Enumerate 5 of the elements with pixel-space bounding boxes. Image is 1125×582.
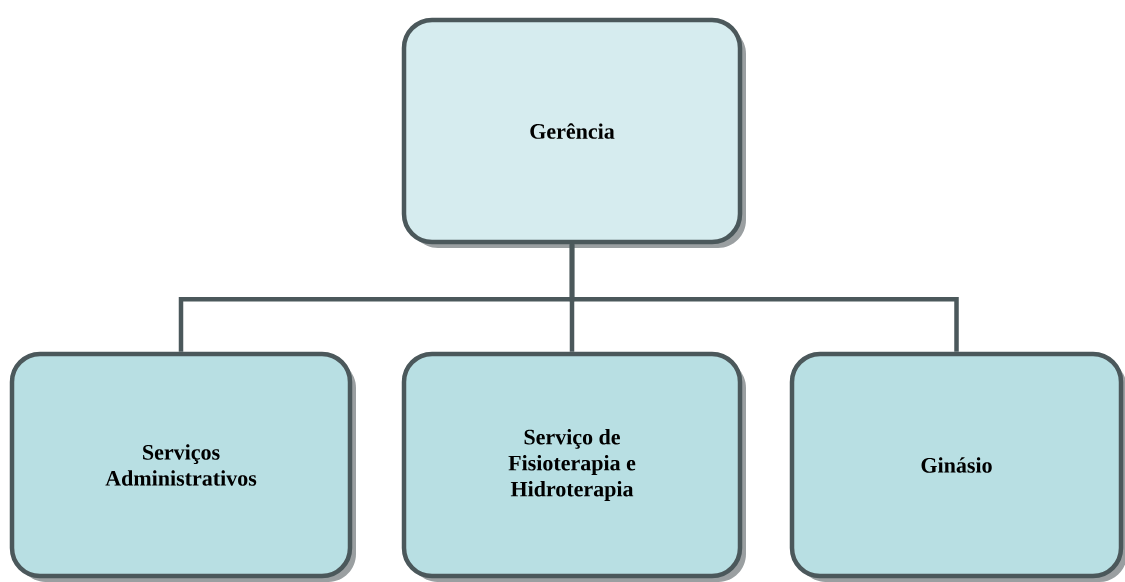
org-box: Ginásio bbox=[789, 351, 1125, 582]
org-box: Serviço de Fisioterapia e Hidroterapia bbox=[401, 351, 746, 582]
connector-line bbox=[569, 244, 959, 352]
org-box: Gerência bbox=[401, 17, 746, 248]
org-box: Serviços Administrativos bbox=[9, 351, 356, 582]
